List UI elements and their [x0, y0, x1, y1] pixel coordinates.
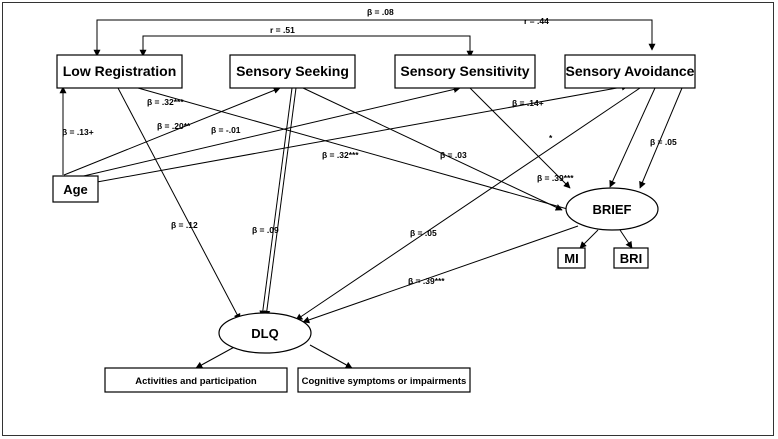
label-top-beta: β = .08: [367, 7, 394, 17]
edge-brief-bri: [619, 229, 633, 249]
svg-text:BRIEF: BRIEF: [593, 202, 632, 217]
label-top-r: r = .44: [524, 16, 549, 26]
edge-seeking-dlq-a: [259, 87, 293, 318]
label-seeking-dlq: β = .09: [252, 225, 279, 235]
label-mid-r: r = .51: [270, 25, 295, 35]
node-mi: MI: [557, 247, 586, 269]
edge-avoidance-dlq: [295, 87, 641, 321]
node-activities: Activities and participation: [104, 367, 288, 393]
label-age-sensitivity: β = -.01: [211, 125, 241, 135]
edge-age-avoidance: [96, 83, 629, 183]
corr-bracket-seeking-sensitivity: [139, 35, 474, 58]
node-sensory-avoidance: Sensory Avoidance: [564, 54, 696, 89]
corr-bracket-lowreg-avoidance: [93, 19, 656, 57]
edge-seeking-dlq-b: [263, 87, 297, 318]
label-sensitivity-brief: β = .39***: [537, 173, 574, 183]
edge-dlq-activities: [195, 344, 239, 369]
node-brief: BRIEF: [565, 187, 659, 231]
svg-text:Sensory Avoidance: Sensory Avoidance: [566, 63, 695, 79]
svg-text:BRI: BRI: [620, 251, 642, 266]
label-lowreg-brief-a: β = .32***: [147, 97, 184, 107]
node-bri: BRI: [613, 247, 649, 269]
svg-text:Low Registration: Low Registration: [63, 63, 177, 79]
edge-avoidance-brief-a: [609, 87, 656, 188]
label-avoid-brief: β = .05: [650, 137, 677, 147]
node-age: Age: [52, 175, 99, 203]
label-age-seeking: β = .20**: [157, 121, 191, 131]
node-sensory-sensitivity: Sensory Sensitivity: [394, 54, 536, 89]
svg-text:Age: Age: [63, 182, 88, 197]
label-lowreg-dlq: β = .12: [171, 220, 198, 230]
edge-brief-mi: [579, 229, 599, 249]
edge-lowreg-dlq: [117, 87, 241, 321]
label-brief-dlq: β = .39***: [408, 276, 445, 286]
edge-seeking-brief: [302, 87, 563, 211]
label-avoid-dlq: β = .05: [410, 228, 437, 238]
edge-lowreg-brief: [137, 87, 579, 214]
svg-text:MI: MI: [564, 251, 578, 266]
label-age-avoidance: β = .14+: [512, 98, 544, 108]
svg-text:Cognitive symptoms or impairm: Cognitive symptoms or impairments: [302, 376, 467, 387]
node-low-registration: Low Registration: [56, 54, 183, 89]
svg-text:Sensory Sensitivity: Sensory Sensitivity: [400, 63, 529, 79]
svg-text:Sensory Seeking: Sensory Seeking: [236, 63, 349, 79]
svg-text:Activities and participation: Activities and participation: [135, 376, 257, 387]
label-avoid-star: *: [549, 133, 553, 143]
edge-sensitivity-brief: [469, 87, 571, 189]
node-dlq: DLQ: [218, 312, 312, 354]
node-sensory-seeking: Sensory Seeking: [229, 54, 356, 89]
edge-age-sensitivity: [74, 86, 461, 179]
label-age-lowreg: β = .13+: [62, 127, 94, 137]
label-seeking-brief: β = .03: [440, 150, 467, 160]
edge-dlq-cognitive: [309, 344, 353, 369]
edge-age-seeking: [63, 87, 281, 176]
label-lowreg-brief-b: β = .32***: [322, 150, 359, 160]
edge-brief-dlq: [302, 225, 579, 324]
svg-text:DLQ: DLQ: [251, 326, 278, 341]
node-cognitive: Cognitive symptoms or impairments: [297, 367, 471, 393]
edge-avoidance-brief-b: [639, 87, 683, 189]
